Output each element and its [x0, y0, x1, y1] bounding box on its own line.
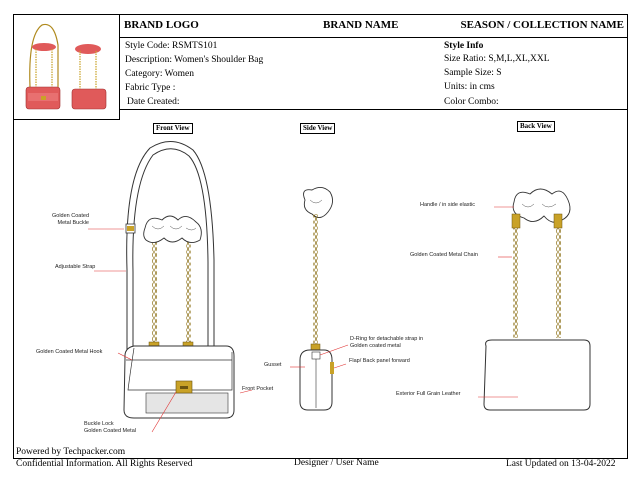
callout-metal-hook: Golden Coated Metal Hook	[36, 349, 103, 355]
callout-leather: Exterior Full Grain Leather	[396, 391, 461, 397]
back-bag-drawing	[483, 188, 591, 411]
designer-name: Designer / User Name	[294, 458, 379, 468]
units: Units: in cms	[444, 82, 495, 92]
style-details: Style Code: RSMTS101 Description: Women'…	[120, 38, 628, 110]
techpack-frame	[13, 14, 628, 459]
callout-gusset: Gusset	[264, 362, 282, 368]
brand-name: BRAND NAME	[323, 19, 399, 31]
category: Category: Women	[125, 69, 194, 79]
product-thumbnail	[13, 14, 120, 120]
callout-adjustable-strap: Adjustable Strap	[55, 264, 96, 270]
front-bag-drawing	[123, 141, 235, 419]
size-ratio: Size Ratio: S,M,L,XL,XXL	[444, 54, 550, 64]
thumbnail-image	[25, 23, 107, 110]
last-updated: Last Updated on 13-04-2022	[506, 459, 616, 469]
fabric-type: Fabric Type :	[125, 83, 176, 93]
season-name: SEASON / COLLECTION NAME	[460, 19, 624, 31]
callout-handle: Handle / in side elastic	[420, 202, 476, 208]
front-view-label: Front View	[153, 123, 193, 134]
style-code: Style Code: RSMTS101	[125, 41, 218, 51]
side-view-label: Side View	[300, 123, 336, 134]
callout-front-pocket: Front Pocket	[242, 386, 274, 392]
callout-lines	[88, 206, 518, 433]
back-view-label: Back View	[517, 121, 555, 132]
description: Description: Women's Shoulder Bag	[125, 55, 264, 65]
confidential-note: Confidential Information. All Rights Res…	[16, 459, 193, 469]
style-info-title: Style Info	[444, 41, 484, 51]
callout-metal-buckle: Golden Coated Metal Buckle	[52, 213, 89, 226]
powered-by: Powered by Techpacker.com	[16, 447, 126, 457]
callout-flap: Flap/ Back panel forward	[349, 358, 410, 364]
date-created: Date Created:	[127, 97, 180, 107]
callout-d-ring: D-Ring for detachable strap in Golden co…	[350, 336, 424, 349]
header-row: BRAND LOGO BRAND NAME SEASON / COLLECTIO…	[120, 14, 628, 38]
color-combo: Color Combo:	[444, 97, 499, 107]
callout-buckle-lock: Buckle Lock Golden Coated Metal	[84, 421, 136, 434]
sample-size: Sample Size: S	[444, 68, 502, 78]
callout-metal-chain: Golden Coated Metal Chain	[410, 252, 478, 258]
side-bag-drawing	[299, 187, 334, 411]
brand-logo: BRAND LOGO	[124, 19, 199, 31]
